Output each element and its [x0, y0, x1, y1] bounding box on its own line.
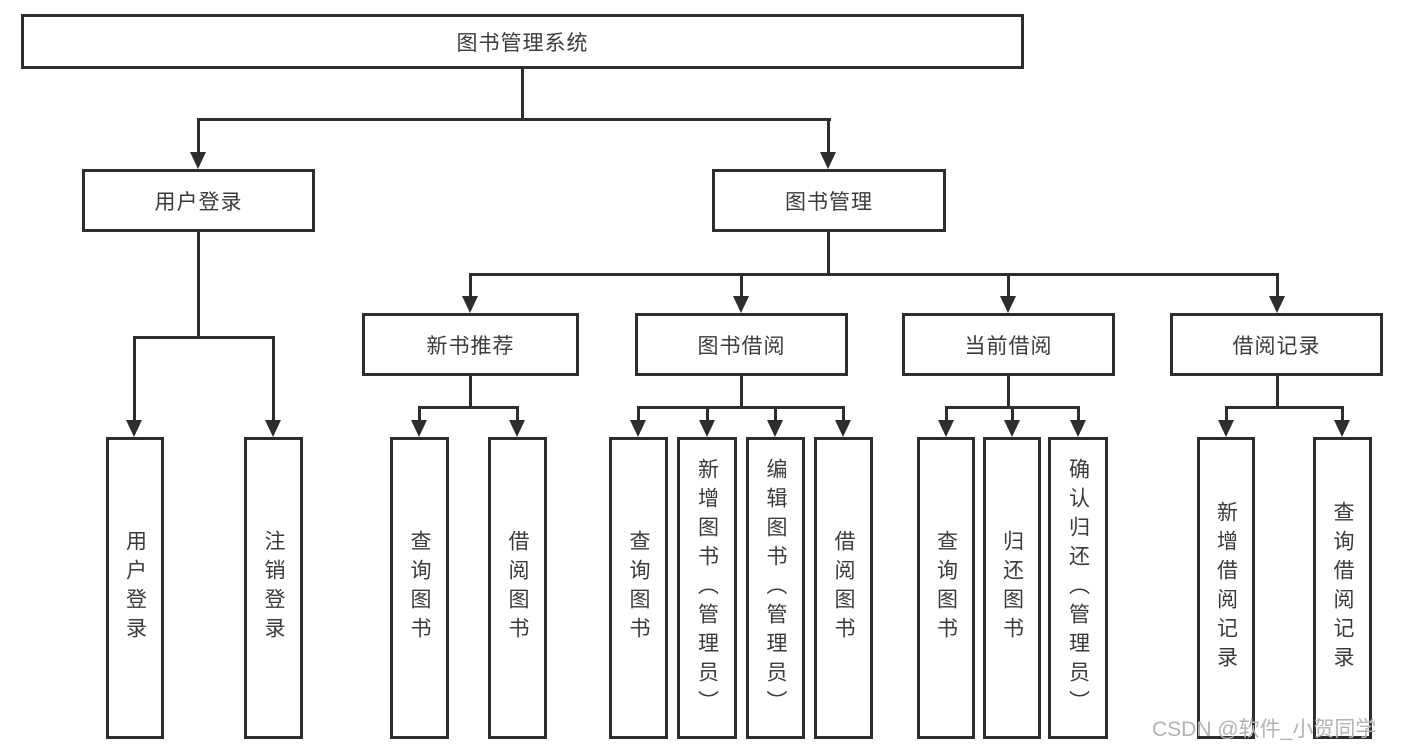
arrow-down-icon: [126, 420, 142, 437]
connector-drop-new-book-recommend: [469, 273, 472, 300]
connector-drop-leaf: [637, 406, 640, 424]
node-book-borrow: 图书借阅: [635, 313, 848, 376]
node-book-borrow-label: 图书借阅: [697, 334, 786, 358]
leaf-add-borrow-record: 新增借阅记录: [1197, 437, 1255, 739]
csdn-watermark: CSDN @软件_小贺同学: [1152, 718, 1377, 741]
leaf-borrow-query-book-label: 查询图书: [627, 530, 650, 646]
leaf-query-borrow-record: 查询借阅记录: [1313, 437, 1372, 739]
arrow-down-icon: [1070, 420, 1086, 437]
arrow-down-icon: [1334, 420, 1350, 437]
connector-new-book-recommend-hbar: [418, 406, 519, 409]
node-root: 图书管理系统: [21, 14, 1024, 69]
leaf-query-borrow-record-label: 查询借阅记录: [1331, 501, 1354, 675]
connector-drop-leaf: [1225, 406, 1228, 424]
leaf-borrow-query-book: 查询图书: [609, 437, 668, 739]
connector-drop-leaf: [774, 406, 777, 424]
connector-book-management-hbar: [469, 273, 1279, 276]
arrow-down-icon: [1000, 296, 1016, 313]
node-user-login-label: 用户登录: [154, 190, 243, 214]
leaf-edit-book-admin: 编辑图书（管理员）: [746, 437, 805, 739]
arrow-down-icon: [1269, 296, 1285, 313]
node-root-label: 图书管理系统: [456, 31, 589, 55]
connector-borrow-records-hbar: [1225, 406, 1344, 409]
connector-drop-leaf: [1077, 406, 1080, 424]
leaf-add-book-admin-label: 新增图书（管理员）: [695, 457, 719, 719]
arrow-down-icon: [411, 420, 427, 437]
connector-user-login-hbar: [133, 336, 275, 339]
connector-new-book-recommend-stub: [469, 376, 472, 406]
arrow-down-icon: [733, 296, 749, 313]
connector-borrow-records-stub: [1276, 376, 1279, 406]
node-new-book-recommend: 新书推荐: [362, 313, 579, 376]
connector-current-borrow-stub: [1007, 376, 1010, 406]
leaf-edit-book-admin-label: 编辑图书（管理员）: [764, 457, 787, 719]
connector-root-hbar: [197, 118, 831, 121]
leaf-confirm-return-admin: 确认归还（管理员）: [1048, 437, 1108, 739]
connector-drop-leaf: [516, 406, 519, 424]
node-new-book-recommend-label: 新书推荐: [426, 334, 515, 358]
node-borrow-records: 借阅记录: [1170, 313, 1383, 376]
node-current-borrow: 当前借阅: [902, 313, 1115, 376]
connector-book-management-stub: [827, 232, 830, 273]
leaf-rec-query-book-label: 查询图书: [408, 530, 431, 646]
node-book-management-label: 图书管理: [785, 190, 873, 214]
arrow-down-icon: [820, 152, 836, 169]
arrow-down-icon: [699, 420, 715, 437]
leaf-add-borrow-record-label: 新增借阅记录: [1214, 501, 1238, 675]
arrow-down-icon: [462, 296, 478, 313]
leaf-logout-label: 注销登录: [262, 530, 285, 646]
arrow-down-icon: [835, 420, 851, 437]
leaf-current-query-book: 查询图书: [917, 437, 975, 739]
connector-drop-leaf: [418, 406, 421, 424]
node-current-borrow-label: 当前借阅: [964, 334, 1053, 358]
leaf-rec-query-book: 查询图书: [390, 437, 449, 739]
connector-drop-leaf: [1011, 406, 1014, 424]
connector-drop-leaf-logout: [272, 336, 275, 424]
arrow-down-icon: [630, 420, 646, 437]
leaf-logout: 注销登录: [244, 437, 303, 739]
leaf-user-login: 用户登录: [106, 437, 164, 739]
connector-drop-borrow-records: [1276, 273, 1279, 300]
leaf-return-book-label: 归还图书: [1000, 530, 1024, 646]
connector-drop-current-borrow: [1007, 273, 1010, 300]
arrow-down-icon: [509, 420, 525, 437]
connector-drop-book-management: [827, 118, 830, 158]
leaf-rec-borrow-book-label: 借阅图书: [506, 530, 529, 646]
connector-drop-leaf: [1341, 406, 1344, 424]
node-user-login: 用户登录: [82, 169, 315, 232]
connector-drop-book-borrow: [740, 273, 743, 300]
leaf-add-book-admin: 新增图书（管理员）: [677, 437, 737, 739]
node-borrow-records-label: 借阅记录: [1232, 334, 1321, 358]
arrow-down-icon: [767, 420, 783, 437]
connector-root-stub: [521, 69, 524, 118]
connector-drop-user-login: [197, 118, 200, 158]
leaf-rec-borrow-book: 借阅图书: [488, 437, 547, 739]
connector-book-borrow-hbar: [637, 406, 845, 409]
arrow-down-icon: [190, 152, 206, 169]
leaf-current-query-book-label: 查询图书: [934, 530, 958, 646]
arrow-down-icon: [938, 420, 954, 437]
connector-drop-leaf: [945, 406, 948, 424]
arrow-down-icon: [265, 420, 281, 437]
connector-user-login-stub: [197, 232, 200, 336]
connector-drop-leaf-user-login: [133, 336, 136, 424]
leaf-user-login-label: 用户登录: [123, 530, 147, 646]
connector-drop-leaf: [706, 406, 709, 424]
leaf-borrow-book: 借阅图书: [814, 437, 873, 739]
arrow-down-icon: [1218, 420, 1234, 437]
node-book-management: 图书管理: [712, 169, 946, 232]
connector-book-borrow-stub: [740, 376, 743, 406]
arrow-down-icon: [1004, 420, 1020, 437]
connector-drop-leaf: [842, 406, 845, 424]
leaf-confirm-return-admin-label: 确认归还（管理员）: [1066, 457, 1090, 719]
leaf-return-book: 归还图书: [983, 437, 1041, 739]
leaf-borrow-book-label: 借阅图书: [832, 530, 855, 646]
